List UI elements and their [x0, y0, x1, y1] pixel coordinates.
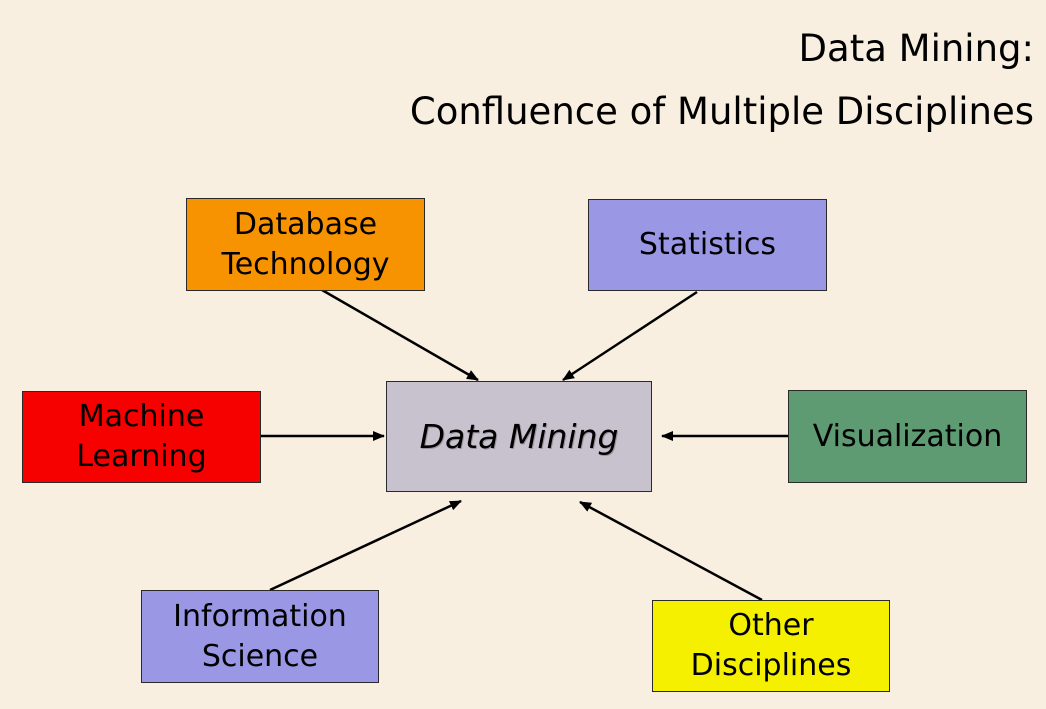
arrow-database-to-center — [321, 288, 479, 382]
data-mining-center-label: Data Mining — [419, 416, 619, 456]
visualization-box: Visualization — [788, 390, 1027, 483]
slide-title-line1: Data Mining: — [798, 27, 1034, 70]
visualization-label: Visualization — [812, 418, 1003, 454]
database-technology-label-line2: Technology — [221, 246, 390, 282]
information-science-label-line2: Science — [201, 638, 319, 674]
database-technology-box: Database Technology — [186, 198, 425, 291]
database-technology-label-line1: Database — [233, 206, 378, 242]
machine-learning-label-line2: Learning — [76, 439, 207, 474]
arrow-information-science-to-center — [269, 499, 462, 592]
other-disciplines-label-line1: Other — [728, 608, 814, 643]
other-disciplines-label-line2: Disciplines — [690, 648, 852, 683]
machine-learning-box: Machine Learning — [22, 391, 261, 483]
machine-learning-label-line1: Machine — [78, 399, 205, 434]
information-science-label-line1: Information — [173, 598, 347, 634]
other-disciplines-box: Other Disciplines — [652, 600, 890, 692]
statistics-box: Statistics — [588, 199, 827, 291]
information-science-box: Information Science — [141, 590, 379, 683]
statistics-label: Statistics — [638, 227, 777, 262]
arrow-other-to-center — [579, 500, 763, 602]
arrow-statistics-to-center — [562, 290, 698, 382]
slide-title-line2: Confluence of Multiple Disciplines — [409, 90, 1034, 133]
data-mining-center-box: Data Mining — [386, 381, 652, 492]
